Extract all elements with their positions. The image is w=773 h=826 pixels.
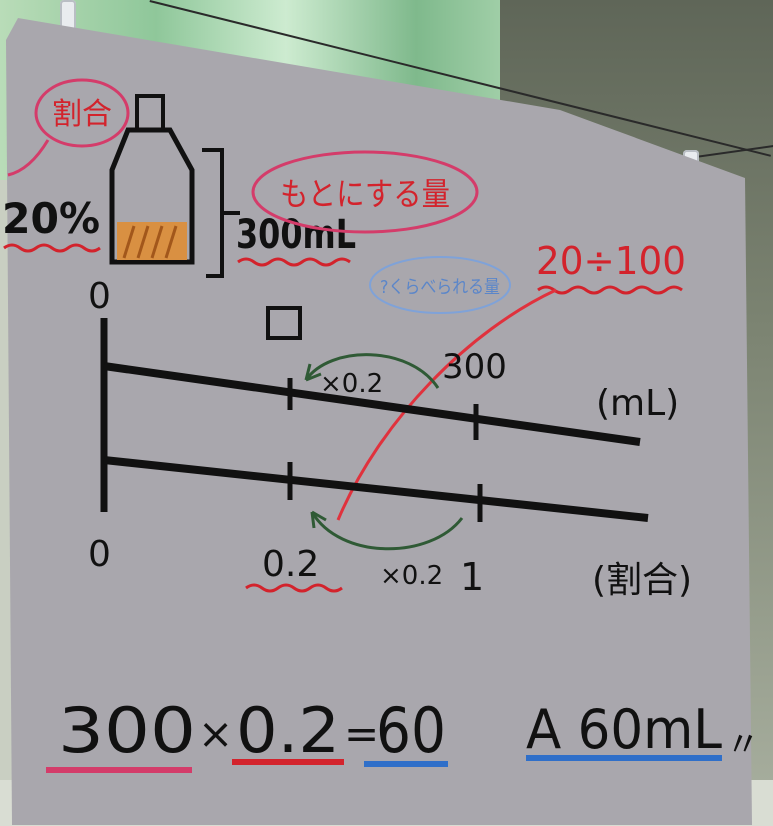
top-300-label: 300 bbox=[442, 347, 507, 387]
red-note: 20÷100 bbox=[536, 239, 686, 283]
bottle-icon bbox=[109, 94, 240, 278]
bottom-arrow-head bbox=[310, 510, 327, 529]
compared-amount-circle bbox=[369, 256, 511, 314]
percent-label: 20% bbox=[2, 194, 100, 243]
equation-a: 300 bbox=[58, 694, 196, 767]
ratio-badge: 割合 bbox=[52, 97, 112, 132]
total-volume-label: 300mL bbox=[236, 212, 356, 258]
volume-underline bbox=[237, 257, 351, 267]
bottom-one-label: 1 bbox=[460, 555, 484, 599]
top-arrow-label: ×0.2 bbox=[320, 369, 383, 399]
compared-amount-note: ?くらべられる量 bbox=[380, 277, 500, 298]
ratio-badge-circle bbox=[34, 78, 130, 148]
top-arrow bbox=[304, 353, 440, 389]
equation-times: × bbox=[198, 709, 233, 758]
red-note-underline bbox=[537, 285, 683, 295]
answer-mark: 〃 bbox=[726, 725, 760, 765]
bottom-02-underline bbox=[245, 583, 343, 593]
equation-b: 0.2 bbox=[236, 694, 340, 767]
bottom-arrow bbox=[310, 511, 464, 551]
top-zero-label: 0 bbox=[88, 276, 111, 317]
unit-ratio-label: (割合) bbox=[592, 560, 692, 601]
equation-equals: = bbox=[344, 709, 379, 758]
red-connector-line bbox=[336, 288, 557, 521]
unknown-box bbox=[266, 306, 302, 340]
top-arrow-head bbox=[304, 363, 322, 382]
bottom-number-line bbox=[103, 456, 649, 522]
original-amount-badge: もとにする量 bbox=[280, 175, 450, 213]
bottom-zero-label: 0 bbox=[88, 534, 111, 575]
unit-ml-label: (mL) bbox=[596, 383, 679, 424]
equation: 300 × 0.2 = 60 bbox=[46, 694, 448, 773]
ratio-badge-pointer bbox=[7, 139, 50, 177]
original-amount-circle bbox=[251, 150, 479, 234]
top-number-line bbox=[103, 362, 641, 446]
bottom-02-label: 0.2 bbox=[262, 544, 319, 585]
answer: A 60mL bbox=[526, 698, 722, 761]
percent-underline bbox=[3, 243, 101, 253]
bottom-arrow-label: ×0.2 bbox=[380, 561, 443, 591]
equation-result: 60 bbox=[376, 694, 446, 767]
